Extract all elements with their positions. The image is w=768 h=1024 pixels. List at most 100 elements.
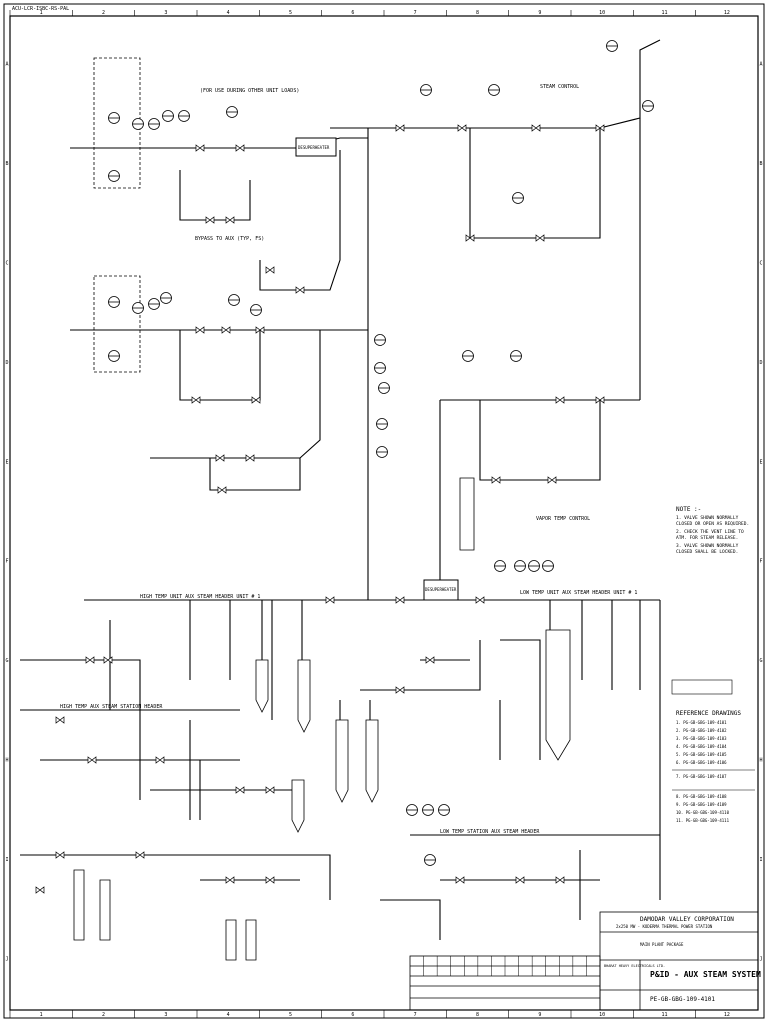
- reference-title: REFERENCE DRAWINGS: [676, 710, 742, 717]
- valve-symbol: [215, 454, 225, 462]
- valve-symbol: [457, 124, 467, 132]
- header-label-high-temp-unit: HIGH TEMP UNIT AUX STEAM HEADER UNIT # 1: [140, 594, 261, 600]
- grid-row-label: G: [759, 658, 762, 664]
- valve-symbol: [155, 756, 165, 764]
- grid-column-label: 4: [227, 1012, 230, 1018]
- desuperheater-boxes: [295, 137, 459, 601]
- valve-symbol: [531, 124, 541, 132]
- grid-row-label: F: [5, 559, 8, 565]
- reference-strip: [671, 679, 755, 791]
- valve-symbol: [515, 876, 525, 884]
- title-project-line2: MAIN PLANT PACKAGE: [640, 942, 684, 947]
- valve-symbols: [35, 124, 605, 894]
- bypass-label: BYPASS TO AUX (TYP, FS): [195, 236, 265, 242]
- valve-symbol: [395, 124, 405, 132]
- title-company: DAMODAR VALLEY CORPORATION: [640, 916, 734, 923]
- reference-item: 10. PG-GB-GBG-109-4110: [676, 810, 729, 815]
- valve-symbol: [235, 786, 245, 794]
- valve-symbol: [251, 396, 261, 404]
- header-label-low-temp-unit: LOW TEMP UNIT AUX STEAM HEADER UNIT # 1: [520, 590, 638, 596]
- reference-item: 9. PG-GB-GBG-109-4109: [676, 802, 727, 807]
- valve-symbol: [595, 396, 605, 404]
- revision-table-columns: [423, 956, 587, 976]
- grid-column-label: 7: [414, 10, 417, 16]
- reference-item: 5. PG-GB-GBG-109-4105: [676, 752, 727, 757]
- grid-row-label: D: [759, 360, 762, 366]
- valve-symbol: [491, 476, 501, 484]
- grid-column-label: 12: [724, 10, 730, 16]
- reference-item: 6. PG-GB-GBG-109-4106: [676, 760, 727, 765]
- valve-symbol: [265, 876, 275, 884]
- dashed-bypass-boxes: [93, 57, 141, 373]
- grid-row-label: I: [759, 857, 762, 863]
- valve-symbol: [35, 886, 45, 894]
- title-drawing-name: P&ID - AUX STEAM SYSTEM: [650, 970, 761, 979]
- grid-column-label: 12: [724, 1012, 730, 1018]
- grid-marks: [9, 10, 696, 1018]
- valve-symbol: [225, 876, 235, 884]
- reference-item: 8. PG-GB-GBG-109-4108: [676, 794, 727, 799]
- instrument-bubbles: [108, 40, 654, 866]
- valve-symbol: [217, 486, 227, 494]
- grid-row-label: E: [759, 459, 762, 465]
- grid-row-label: C: [759, 261, 762, 267]
- valve-symbol: [325, 596, 335, 604]
- inner-border: [9, 15, 759, 1011]
- reference-item: 4. PG-GB-GBG-109-4104: [676, 744, 727, 749]
- desuperheater-label-1: DESUPERHEATER: [298, 145, 330, 150]
- note-item: 2. CHECK THE VENT LINE TO ATM. FOR STEAM…: [676, 530, 744, 541]
- grid-column-label: 3: [164, 10, 167, 16]
- grid-column-label: 7: [414, 1012, 417, 1018]
- valve-symbol: [135, 851, 145, 859]
- reference-item: 11. PG-GB-GBG-109-4111: [676, 818, 729, 823]
- valve-symbol: [555, 876, 565, 884]
- title-drawing-number: PE-GB-GBG-109-4101: [650, 996, 716, 1003]
- grid-row-label: H: [5, 758, 8, 764]
- title-contractor: BHARAT HEAVY ELECTRICALS LTD.: [604, 964, 666, 968]
- notes-title: NOTE :-: [676, 506, 702, 513]
- valve-symbol: [255, 326, 265, 334]
- valve-symbol: [87, 756, 97, 764]
- grid-row-label: G: [5, 658, 8, 664]
- grid-column-label: 10: [599, 10, 605, 16]
- valve-symbol: [245, 454, 255, 462]
- grid-row-label: B: [5, 161, 8, 167]
- reference-item: 2. PG-GB-GBG-109-4102: [676, 728, 727, 733]
- grid-column-label: 1: [40, 1012, 43, 1018]
- grid-column-label: 6: [351, 1012, 354, 1018]
- grid-column-label: 11: [661, 10, 667, 16]
- valve-symbol: [85, 656, 95, 664]
- valve-symbol: [55, 716, 65, 724]
- valve-symbol: [547, 476, 557, 484]
- steam-control-label: STEAM CONTROL: [540, 84, 580, 90]
- grid-row-label: A: [759, 62, 762, 68]
- valve-symbol: [455, 876, 465, 884]
- desuperheater-label-2: DESUPERHEATER: [425, 587, 457, 592]
- grid-column-label: 10: [599, 1012, 605, 1018]
- for-use-label: (FOR USE DURING OTHER UNIT LOADS): [200, 88, 300, 94]
- grid-row-label: I: [5, 857, 8, 863]
- valve-symbol: [475, 596, 485, 604]
- reference-item: 3. PG-GB-GBG-109-4103: [676, 736, 727, 741]
- grid-row-label: J: [759, 956, 762, 962]
- grid-column-label: 1: [40, 10, 43, 16]
- valve-symbol: [195, 144, 205, 152]
- valve-symbol: [395, 686, 405, 694]
- outer-border: [3, 3, 765, 1019]
- note-item: 3. VALVE SHOWN NORMALLY CLOSED SHALL BE …: [676, 544, 739, 555]
- valve-symbol: [535, 234, 545, 242]
- valve-symbol: [205, 216, 215, 224]
- grid-column-label: 3: [164, 1012, 167, 1018]
- grid-column-label: 9: [538, 1012, 541, 1018]
- grid-row-label: F: [759, 559, 762, 565]
- grid-column-label: 11: [661, 1012, 667, 1018]
- valve-symbol: [55, 851, 65, 859]
- grid-column-label: 2: [102, 1012, 105, 1018]
- grid-row-label: E: [5, 459, 8, 465]
- grid-row-label: A: [5, 62, 8, 68]
- valve-symbol: [195, 326, 205, 334]
- grid-column-label: 4: [227, 10, 230, 16]
- header-label-low-temp-station: LOW TEMP STATION AUX STEAM HEADER: [440, 829, 540, 835]
- tank-shapes: [73, 477, 571, 961]
